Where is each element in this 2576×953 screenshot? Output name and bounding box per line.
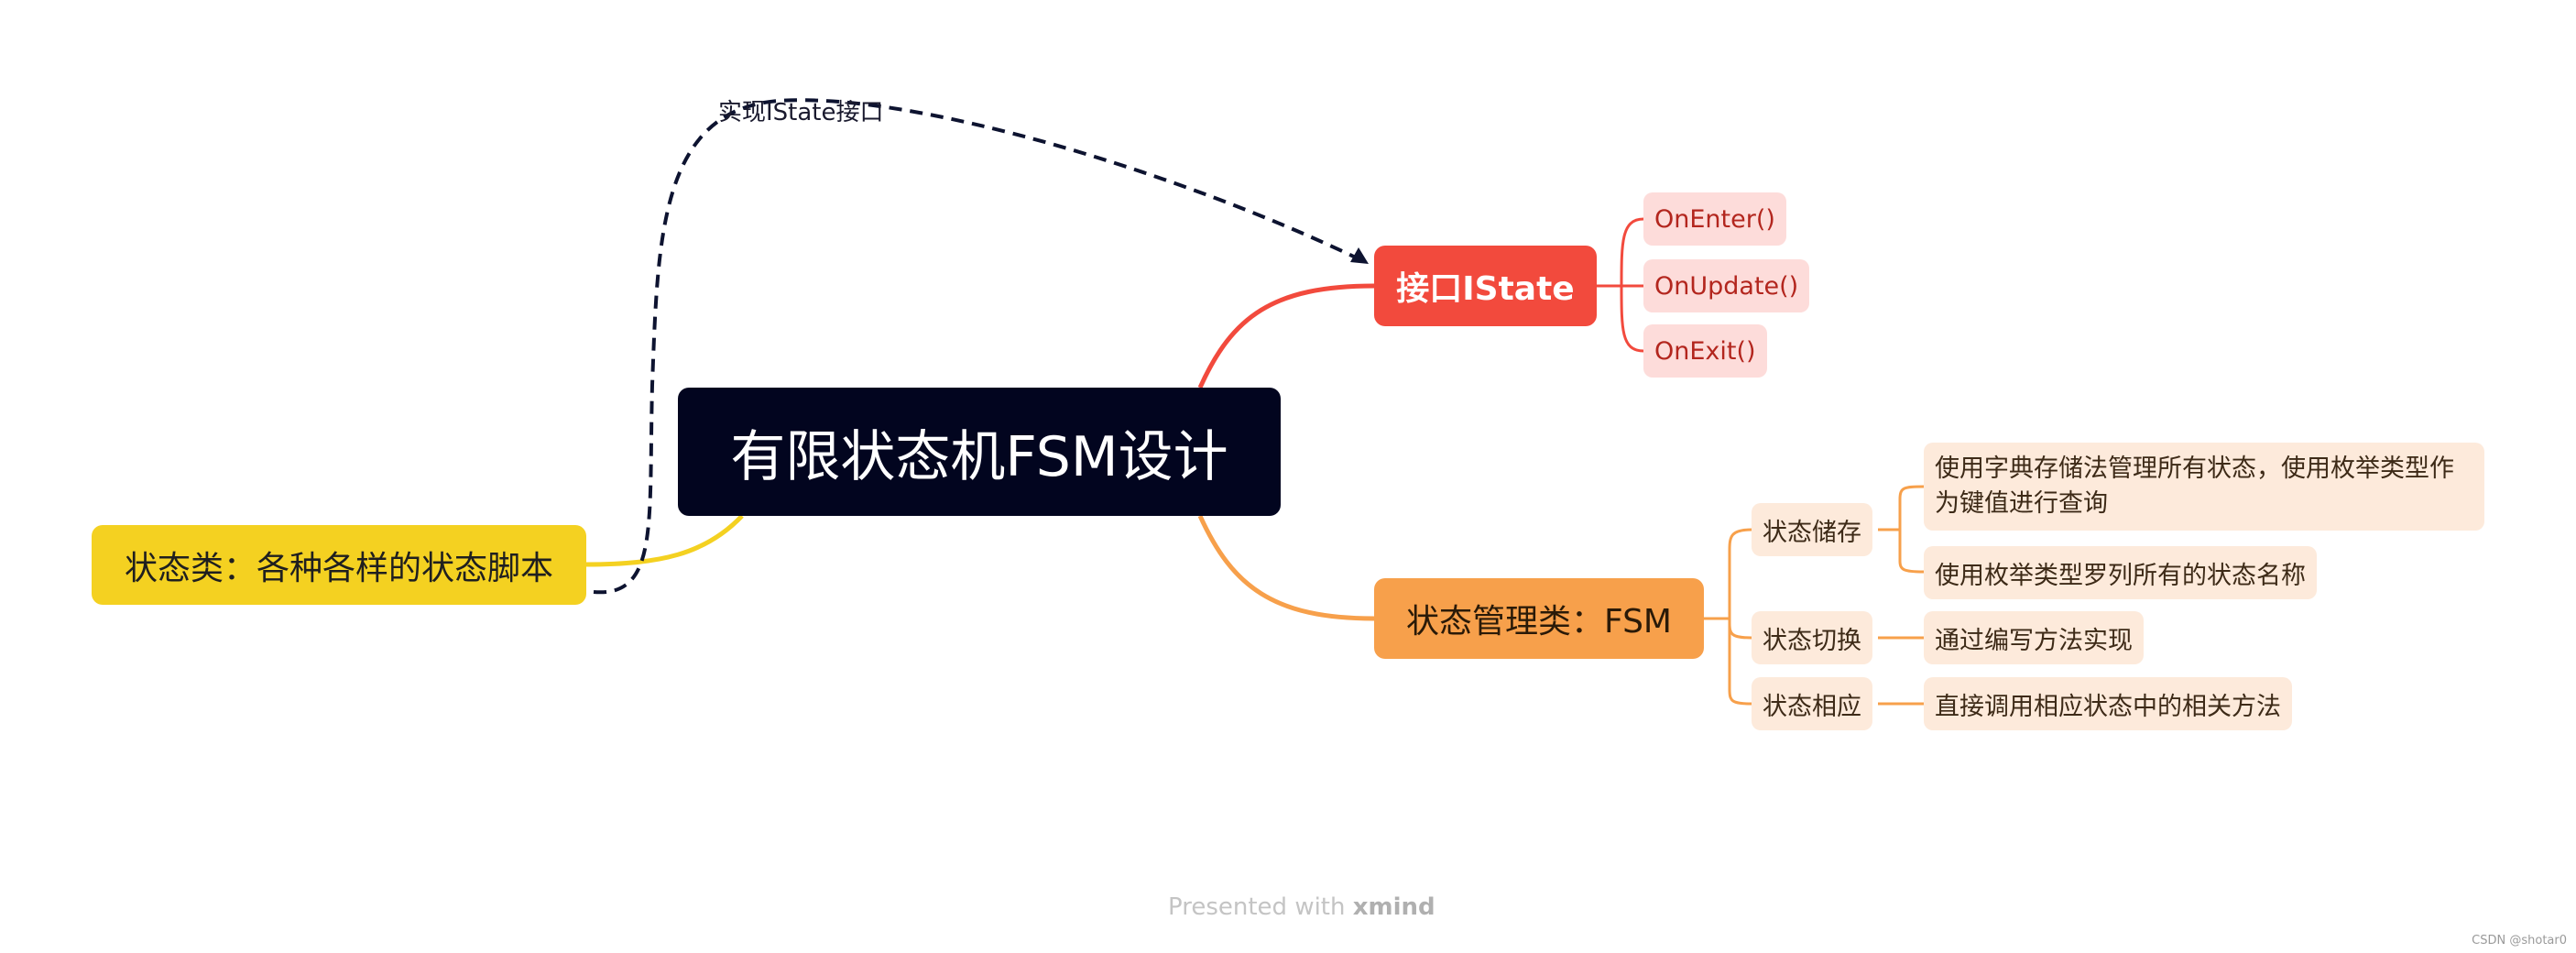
subtopic-state-storage[interactable]: 状态储存: [1752, 503, 1872, 556]
presented-with-footer: Presented with xmind: [1168, 893, 1435, 921]
connector-fsm-children: [1704, 528, 1752, 706]
topic-state-classes[interactable]: 状态类：各种各样的状态脚本: [92, 525, 586, 605]
relation-label: 实现IState接口: [718, 99, 884, 126]
central-topic[interactable]: 有限状态机FSM设计: [678, 388, 1281, 516]
footer-prefix: Presented with: [1168, 893, 1346, 921]
connector-central-left: [585, 514, 744, 567]
connector-istate-children: [1597, 217, 1644, 353]
detail-storage-enum[interactable]: 使用枚举类型罗列所有的状态名称: [1924, 546, 2317, 599]
subtopic-state-respond[interactable]: 状态相应: [1752, 677, 1872, 730]
subtopic-on-enter[interactable]: OnEnter(): [1643, 192, 1786, 246]
subtopic-on-exit[interactable]: OnExit(): [1643, 324, 1767, 378]
connector-storage-details: [1878, 485, 1925, 574]
detail-storage-dictionary[interactable]: 使用字典存储法管理所有状态，使用枚举类型作为键值进行查询: [1924, 443, 2484, 531]
subtopic-on-update[interactable]: OnUpdate(): [1643, 259, 1810, 312]
subtopic-state-switch[interactable]: 状态切换: [1752, 611, 1872, 664]
connector-central-fsm: [1197, 514, 1375, 621]
xmind-brand: xmind: [1352, 893, 1435, 921]
topic-fsm[interactable]: 状态管理类：FSM: [1374, 578, 1704, 659]
detail-switch-method[interactable]: 通过编写方法实现: [1924, 611, 2144, 664]
topic-istate[interactable]: 接口IState: [1374, 246, 1597, 326]
csdn-watermark: CSDN @shotar0: [2472, 934, 2567, 948]
detail-respond-call[interactable]: 直接调用相应状态中的相关方法: [1924, 677, 2292, 730]
relation-dashed-link: [593, 98, 1359, 595]
connector-central-istate: [1197, 283, 1375, 389]
relation-arrowhead: [1350, 247, 1369, 264]
